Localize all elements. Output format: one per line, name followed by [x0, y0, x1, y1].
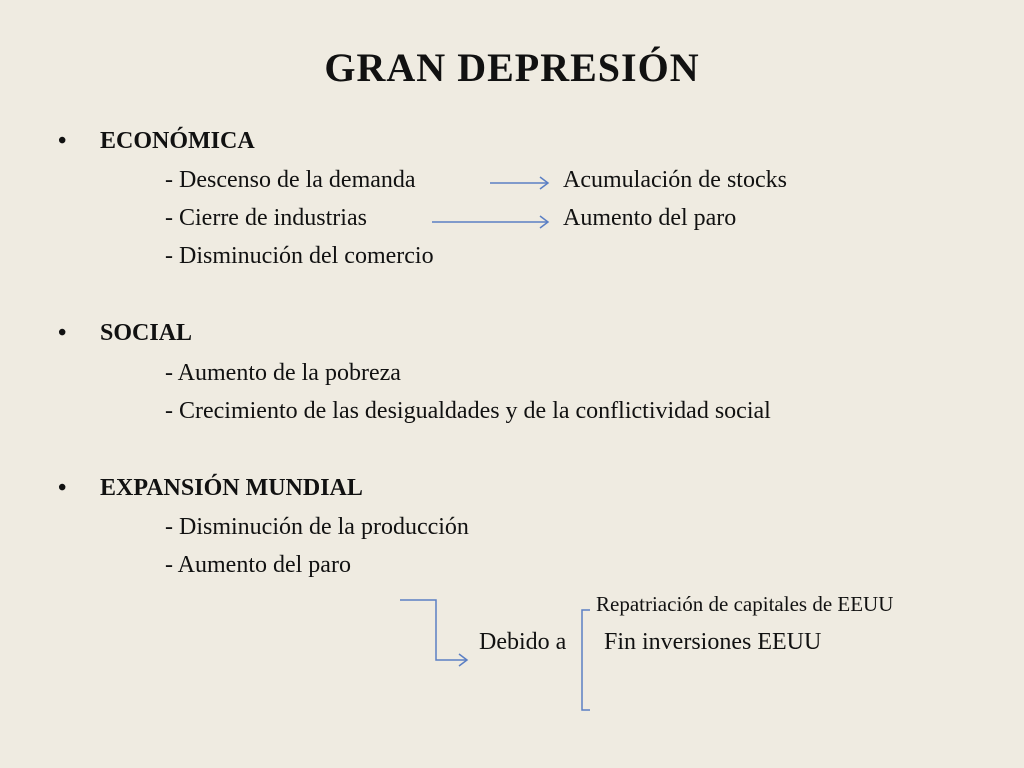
bullet-dot: •	[58, 475, 67, 501]
list-item: - Descenso de la demanda	[165, 167, 416, 193]
list-item: - Aumento de la pobreza	[165, 360, 401, 386]
section-heading-expansion: • EXPANSIÓN MUNDIAL	[58, 475, 363, 502]
cause-fin-inversiones: Fin inversiones EEUU	[604, 629, 822, 655]
list-item: - Cierre de industrias	[165, 205, 367, 231]
bullet-dot: •	[58, 320, 67, 346]
list-item: - Disminución de la producción	[165, 514, 469, 540]
elbow-arrow-icon	[400, 599, 466, 661]
section-heading-economica: • ECONÓMICA	[58, 128, 255, 155]
section-heading-label: ECONÓMICA	[100, 128, 255, 154]
elbow-arrow-icon-head	[458, 653, 469, 667]
bullet-dot: •	[58, 128, 67, 154]
section-heading-label: SOCIAL	[100, 320, 193, 346]
consequence-stocks: Acumulación de stocks	[563, 167, 787, 193]
section-heading-social: • SOCIAL	[58, 320, 192, 347]
slide-title: GRAN DEPRESIÓN	[324, 45, 700, 90]
cause-label: Debido a	[479, 629, 567, 655]
arrow-right-icon-head	[539, 215, 550, 229]
list-item: - Disminución del comercio	[165, 243, 434, 269]
cause-repatriacion: Repatriación de capitales de EEUU	[596, 592, 894, 616]
section-heading-label: EXPANSIÓN MUNDIAL	[100, 475, 363, 501]
list-item: - Crecimiento de las desigualdades y de …	[165, 398, 771, 424]
arrow-right-icon-head	[539, 176, 550, 190]
brace-icon	[581, 609, 590, 711]
list-item: - Aumento del paro	[165, 552, 351, 578]
consequence-paro: Aumento del paro	[563, 205, 737, 231]
